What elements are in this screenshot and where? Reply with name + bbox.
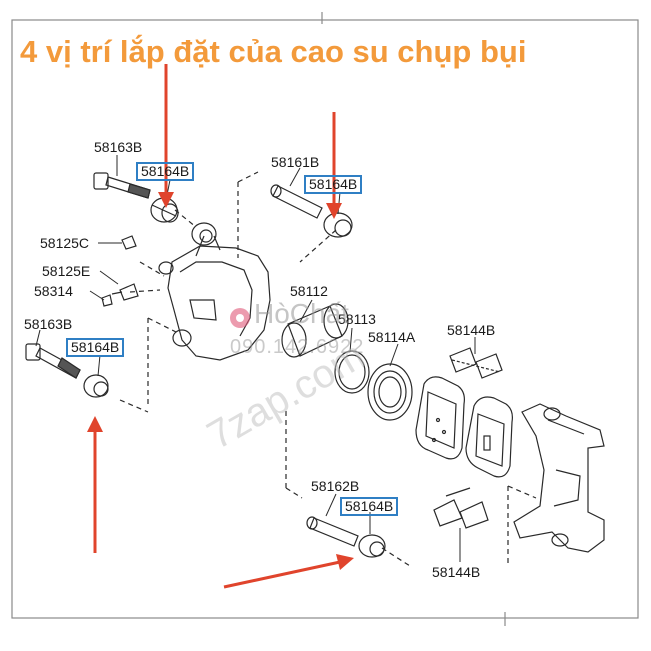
- red-arrows: [87, 64, 354, 589]
- label-58162B: 58162B: [311, 478, 360, 494]
- caliper-body: [158, 235, 271, 361]
- label-58112: 58112: [290, 283, 328, 299]
- guide-pin-58161B: [270, 184, 323, 219]
- pad-clips-bottom: [433, 487, 489, 529]
- label-58125C: 58125C: [40, 235, 90, 251]
- bolt-58163B-left: [25, 343, 81, 379]
- label-58164B-4: 58164B: [340, 497, 399, 516]
- bracket-ring: [191, 222, 217, 246]
- label-58164B-1: 58164B: [136, 162, 195, 181]
- bleeder-screw: [111, 283, 139, 301]
- dust-boot-3: [83, 374, 109, 398]
- watermark-brand: HòChất: [254, 298, 349, 329]
- caliper-bracket: [513, 403, 605, 553]
- label-58113: 58113: [338, 311, 376, 327]
- label-58125E: 58125E: [42, 263, 91, 279]
- arrow-4: [223, 560, 341, 589]
- dashed-assembly-lines: [119, 171, 537, 567]
- bolt-58163B-top: [93, 172, 151, 199]
- diagram-frame: [11, 19, 639, 619]
- piston-boot: [367, 363, 413, 421]
- small-part-58314: [101, 294, 113, 307]
- piston-seal: [334, 350, 370, 394]
- piston: [281, 303, 349, 358]
- pad-clips-top: [449, 347, 503, 379]
- bleeder-cap: [121, 235, 137, 250]
- watermark-logo: [230, 308, 250, 328]
- diagram-title: 4 vị trí lắp đặt của cao su chụp bụi: [20, 34, 527, 69]
- label-58163B-top: 58163B: [94, 139, 143, 155]
- label-58144B-top: 58144B: [447, 322, 496, 338]
- dust-boot-2: [323, 212, 353, 238]
- label-58163B-left: 58163B: [24, 316, 73, 332]
- label-58161B: 58161B: [271, 154, 320, 170]
- label-58164B-2: 58164B: [304, 175, 363, 194]
- dust-boot-4: [358, 534, 386, 558]
- brake-pad-inner: [465, 396, 513, 478]
- leader-lines: [35, 155, 476, 562]
- label-58164B-3: 58164B: [66, 338, 125, 357]
- brake-pad-outer: [415, 376, 465, 460]
- label-58144B-bottom: 58144B: [432, 564, 481, 580]
- label-58314: 58314: [34, 283, 73, 299]
- guide-pin-58162B: [306, 516, 359, 547]
- label-58114A: 58114A: [368, 329, 416, 345]
- watermark-phone: 090.142.6922: [230, 336, 365, 358]
